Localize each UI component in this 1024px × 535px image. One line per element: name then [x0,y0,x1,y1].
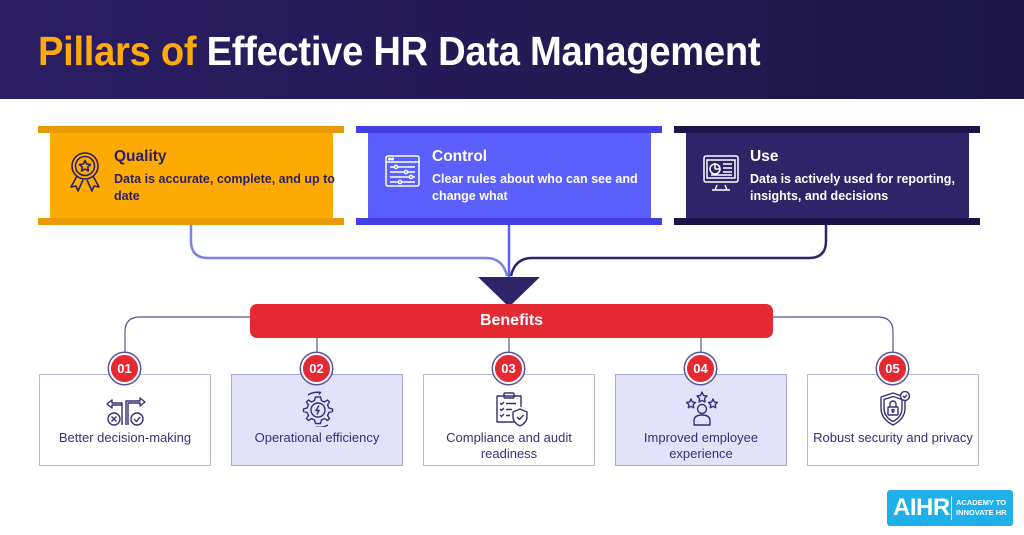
pillar-description: Data is accurate, complete, and up to da… [114,172,335,203]
benefit-label: Operational efficiency [254,430,380,445]
pillar-body: Quality Data is accurate, complete, and … [50,133,335,218]
pillar-quality: Quality Data is accurate, complete, and … [38,126,344,225]
decision-arrows-icon [106,397,146,426]
pillar-use: Use Data is actively used for reporting,… [674,126,980,225]
benefit-number-badge: 01 [109,353,140,384]
pillar-bottom-bar [674,218,980,225]
benefits-bar: Benefits [250,304,773,338]
pillar-description: Clear rules about who can see and change… [432,172,638,203]
use-connector [509,225,828,277]
logo-tagline-line1: ACADEMY TO [956,498,1007,507]
settings-sliders-window-icon [385,155,420,187]
pillar-top-bar [356,126,662,133]
logo-divider [951,496,952,520]
pillar-bottom-bar [38,218,344,225]
benefit-number-badge: 03 [493,353,524,384]
benefit-card-03: Compliance and audit readiness [423,374,595,466]
pillar-top-bar [674,126,980,133]
benefit-card-02: Operational efficiency [231,374,403,466]
benefit-card-05: Robust security and privacy [807,374,979,466]
benefit-number-badge: 04 [685,353,716,384]
aihr-logo: AIHR ACADEMY TO INNOVATE HR [887,490,1013,526]
pillar-body: Use Data is actively used for reporting,… [686,133,969,218]
logo-mark: AIHR [893,494,950,521]
monitor-chart-icon [703,155,739,191]
award-ribbon-icon [70,152,100,192]
benefit-label: Robust security and privacy [813,430,973,445]
title-rest: Effective HR Data Management [206,28,761,74]
logo-tagline-line2: INNOVATE HR [956,508,1007,517]
down-arrow-icon [478,277,540,307]
right-branch-line [773,316,894,353]
pillar-bottom-bar [356,218,662,225]
shield-lock-icon [880,391,911,426]
benefit-label: Improved employee experience [643,430,759,461]
benefit-label: Compliance and audit readiness [446,430,572,461]
pillar-title: Quality [114,148,167,165]
title-accent: Pillars of [38,28,197,74]
page-title: Pillars of Effective HR Data Management [38,26,761,76]
pillar-body: Control Clear rules about who can see an… [368,133,651,218]
pillar-title: Control [432,148,488,165]
quality-connector [189,225,509,277]
left-branch-line [124,316,250,353]
benefit-label: Better decision-making [58,430,192,445]
benefit-card-04: Improved employee experience [615,374,787,466]
gear-lightning-icon [302,391,334,427]
benefit-number-badge: 05 [877,353,908,384]
pillar-title: Use [750,148,779,165]
header-banner: Pillars of Effective HR Data Management [0,0,1024,99]
benefit-number-badge: 02 [301,353,332,384]
clipboard-shield-icon [496,392,528,427]
pillar-top-bar [38,126,344,133]
pillar-control: Control Clear rules about who can see an… [356,126,662,225]
person-stars-icon [685,391,719,426]
pillar-description: Data is actively used for reporting, ins… [750,172,955,203]
benefit-card-01: Better decision-making [39,374,211,466]
logo-tagline: ACADEMY TO INNOVATE HR [956,498,1007,518]
